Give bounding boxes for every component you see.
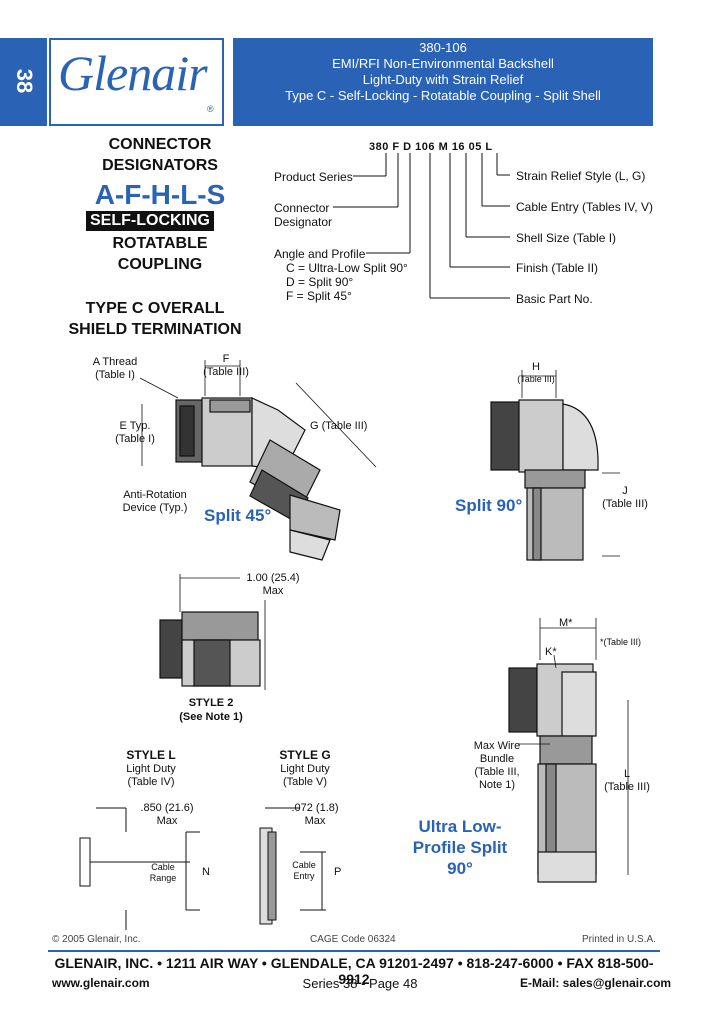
header-line2: Light-Duty with Strain Relief: [362, 72, 524, 87]
label-m: M*: [559, 617, 573, 629]
label-cable-range: Cable Range: [149, 862, 177, 883]
label-style2: STYLE 2 (See Note 1): [179, 697, 243, 723]
registered-mark: ®: [207, 104, 214, 114]
part-number-code: 380 F D 106 M 16 05 L: [369, 141, 493, 153]
label-style-l: STYLE L Light Duty (Table IV): [126, 748, 176, 788]
connector-designators-heading: CONNECTOR DESIGNATORS: [102, 136, 218, 174]
label-strain-relief: Strain Relief Style (L, G): [516, 169, 646, 183]
label-a-thread: A Thread (Table I): [92, 356, 138, 381]
label-connector-designator: Connector Designator: [274, 201, 333, 229]
caption-split45: Split 45°: [204, 506, 272, 525]
label-k: K*: [545, 646, 557, 658]
label-g: G (Table III): [310, 420, 368, 432]
section-tab: 38: [0, 38, 47, 126]
header-line1: EMI/RFI Non-Environmental Backshell: [332, 56, 554, 71]
caption-ultra-low: Ultra Low- Profile Split 90°: [412, 817, 508, 878]
header-banner: 380-106 EMI/RFI Non-Environmental Backsh…: [233, 38, 653, 126]
designator-letters: A-F-H-L-S: [94, 179, 226, 210]
split45-drawing: [175, 397, 341, 561]
page-number: Series 38 - Page 48: [302, 976, 418, 991]
label-j: J (Table III): [602, 485, 648, 510]
style-l-drawing: [79, 807, 200, 930]
cage-code: CAGE Code 06324: [310, 934, 396, 945]
label-l: L (Table III): [604, 768, 650, 793]
label-finish: Finish (Table II): [516, 261, 599, 275]
label-e-typ: E Typ. (Table I): [115, 420, 155, 445]
copyright: © 2005 Glenair, Inc.: [52, 934, 141, 945]
style-g-drawing: [259, 807, 326, 925]
label-max-wire: Max Wire Bundle (Table III, Note 1): [473, 740, 521, 791]
label-style-g-dim: .072 (1.8) Max: [291, 802, 339, 827]
label-shell-size: Shell Size (Table I): [516, 231, 617, 245]
style2-dims: [179, 574, 266, 690]
split45-dims: [139, 360, 377, 468]
label-p: P: [334, 866, 342, 878]
label-style-l-dim: .850 (21.6) Max: [140, 802, 194, 827]
label-style-g: STYLE G Light Duty (Table V): [279, 748, 331, 788]
company-address: GLENAIR, INC. • 1211 AIR WAY • GLENDALE,…: [54, 955, 654, 987]
self-locking-badge: SELF-LOCKING: [86, 211, 214, 231]
split90-drawing: [490, 399, 599, 561]
style2-drawing: [159, 611, 261, 687]
rotatable-coupling: ROTATABLE COUPLING: [112, 235, 208, 273]
split90-dims: [521, 370, 620, 557]
caption-split90: Split 90°: [455, 496, 523, 515]
label-n: N: [202, 866, 210, 878]
label-style2-dim: 1.00 (25.4) Max: [246, 572, 300, 597]
glenair-logo: Glenair: [58, 45, 208, 101]
label-f: F (Table III): [203, 353, 249, 378]
label-anti-rotation: Anti-Rotation Device (Typ.): [122, 489, 188, 514]
logo-frame: [49, 38, 224, 126]
header-line3: Type C - Self-Locking - Rotatable Coupli…: [285, 88, 601, 103]
label-table-note: *(Table III): [600, 637, 642, 647]
label-product-series: Product Series: [274, 170, 353, 184]
ultra-low-drawing: [508, 663, 597, 883]
ultra-low-dims: [518, 618, 629, 875]
printed-in: Printed in U.S.A.: [582, 934, 656, 945]
header-part: 380-106: [419, 40, 467, 55]
label-basic-part: Basic Part No.: [516, 292, 593, 306]
label-cable-entry: Cable Entry (Tables IV, V): [516, 200, 653, 214]
label-h: H (Table III): [517, 361, 555, 384]
type-c-heading: TYPE C OVERALL SHIELD TERMINATION: [68, 300, 242, 338]
part-number-leaders: [333, 153, 510, 299]
website-link[interactable]: www.glenair.com: [52, 976, 150, 990]
label-angle-profile: Angle and Profile C = Ultra-Low Split 90…: [274, 247, 408, 303]
footer-divider: [48, 950, 660, 952]
label-cable-entry-g: Cable Entry: [292, 860, 316, 881]
email-link[interactable]: E-Mail: sales@glenair.com: [520, 976, 672, 990]
